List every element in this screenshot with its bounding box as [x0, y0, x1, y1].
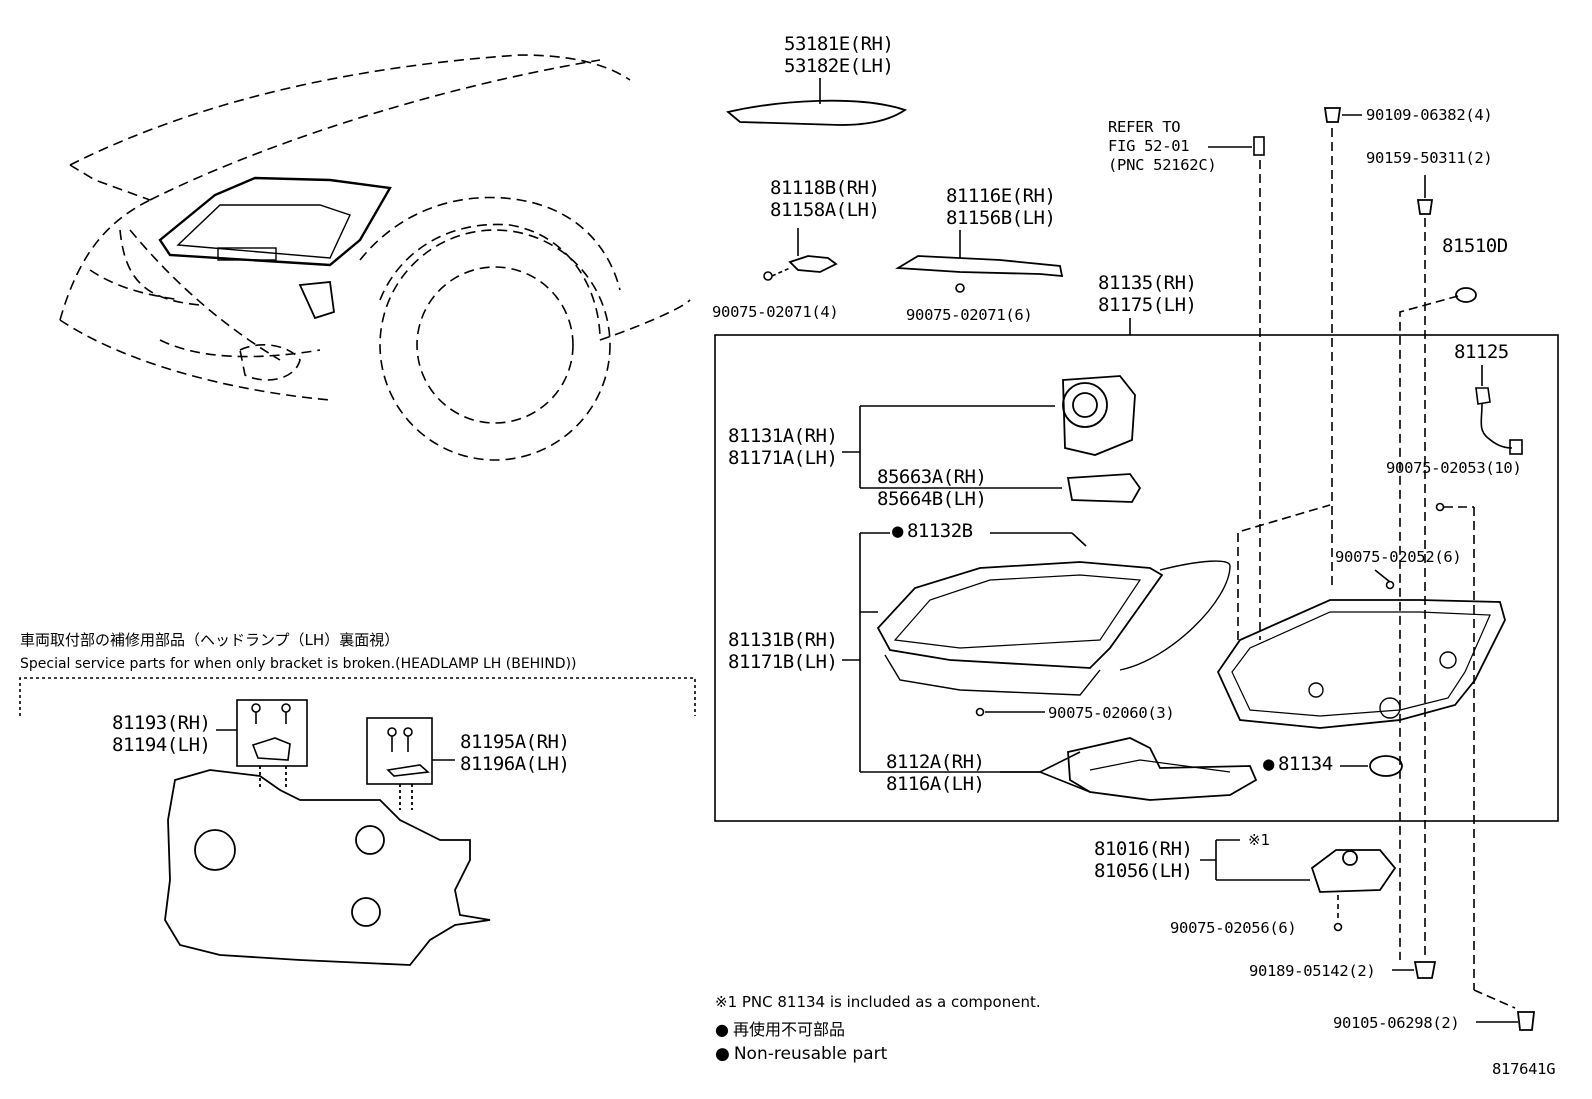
headlamp-housing-drawing	[1216, 599, 1506, 729]
ballast-drawing	[1310, 849, 1397, 893]
part-label-81116e: 81116E(RH)	[946, 185, 1056, 207]
part-label-81118b: 81118B(RH)	[770, 177, 880, 199]
vehicle-front-illustration	[59, 54, 691, 461]
part-label-81175: 81175(LH)	[1098, 294, 1197, 316]
drl-unit-drawing	[1067, 737, 1258, 801]
part-label-53181e: 53181E(RH)	[784, 33, 894, 55]
part-label-90075-02060: 90075-02060(3)	[1048, 704, 1175, 722]
reference-mark-1: ※1	[1248, 831, 1271, 849]
wire-harness-drawing	[1475, 387, 1523, 455]
service-bracket-box-81195	[366, 717, 433, 785]
part-label-81171b: 81171B(LH)	[728, 651, 838, 673]
part-label-81131b: 81131B(RH)	[728, 629, 838, 651]
part-label-81131a: 81131A(RH)	[728, 425, 838, 447]
service-bracket-box-81193	[236, 699, 308, 767]
part-label-81132b: 81132B	[892, 520, 973, 542]
part-label-90075-02071-4: 90075-02071(4)	[712, 303, 839, 321]
bracket-81118b-drawing	[763, 228, 838, 281]
part-label-81171a: 81171A(LH)	[728, 447, 838, 469]
part-label-85663a: 85663A(RH)	[877, 466, 987, 488]
part-label-81193: 81193(RH)	[112, 712, 211, 734]
part-label-81195a: 81195A(RH)	[460, 731, 570, 753]
projector-unit-drawing	[1062, 375, 1136, 456]
part-label-90075-02052: 90075-02052(6)	[1335, 548, 1462, 566]
part-label-85664b: 85664B(LH)	[877, 488, 987, 510]
legend-non-reusable-english: Non-reusable part	[715, 1043, 887, 1065]
part-label-81016: 81016(RH)	[1094, 838, 1193, 860]
headlamp-assembly-box	[714, 334, 1559, 822]
part-label-90105: 90105-06298(2)	[1333, 1014, 1460, 1032]
vehicle-headlamp-highlight	[158, 176, 392, 320]
part-label-81158a: 81158A(LH)	[770, 199, 880, 221]
part-label-81135: 81135(RH)	[1098, 272, 1197, 294]
part-label-81510d: 81510D	[1442, 235, 1508, 257]
service-section-frame	[19, 677, 696, 716]
part-label-53182e: 53182E(LH)	[784, 55, 894, 77]
part-label-90109: 90109-06382(4)	[1366, 106, 1493, 124]
part-label-90159: 90159-50311(2)	[1366, 149, 1493, 167]
part-label-8116a: 8116A(LH)	[886, 773, 985, 795]
figure-id: 817641G	[1492, 1060, 1556, 1078]
service-note-japanese: 車両取付部の補修用部品（ヘッドランプ（LH）裏面視）	[20, 631, 400, 649]
lamp-module-drawing	[1066, 473, 1142, 503]
legend-non-reusable-japanese: 再使用不可部品	[715, 1019, 845, 1041]
part-label-90075-02056: 90075-02056(6)	[1170, 919, 1297, 937]
part-label-90075-02071-6: 90075-02071(6)	[906, 306, 1033, 324]
gasket-drawing	[1369, 755, 1403, 777]
footnote-included-component: ※1 PNC 81134 is included as a component.	[715, 993, 1041, 1011]
part-label-81056: 81056(LH)	[1094, 860, 1193, 882]
part-label-90189: 90189-05142(2)	[1249, 962, 1376, 980]
bracket-81116e-drawing	[895, 230, 1064, 293]
part-label-90075-02053: 90075-02053(10)	[1386, 459, 1522, 477]
part-label-8112a: 8112A(RH)	[886, 751, 985, 773]
refer-note-line3: (PNC 52162C)	[1108, 156, 1217, 174]
refer-note-line1: REFER TO	[1108, 118, 1181, 136]
part-label-81134: 81134	[1263, 753, 1333, 775]
refer-note-line2: FIG 52-01	[1108, 137, 1190, 155]
part-label-81194: 81194(LH)	[112, 734, 211, 756]
headlamp-lens-drawing	[876, 560, 1231, 696]
part-label-81125: 81125	[1454, 341, 1509, 363]
garnish-53181e-drawing	[726, 99, 908, 126]
part-label-81156b: 81156B(LH)	[946, 207, 1056, 229]
headlamp-back-outline	[164, 766, 491, 966]
part-label-81196a: 81196A(LH)	[460, 753, 570, 775]
service-note-english: Special service parts for when only brac…	[20, 656, 577, 672]
